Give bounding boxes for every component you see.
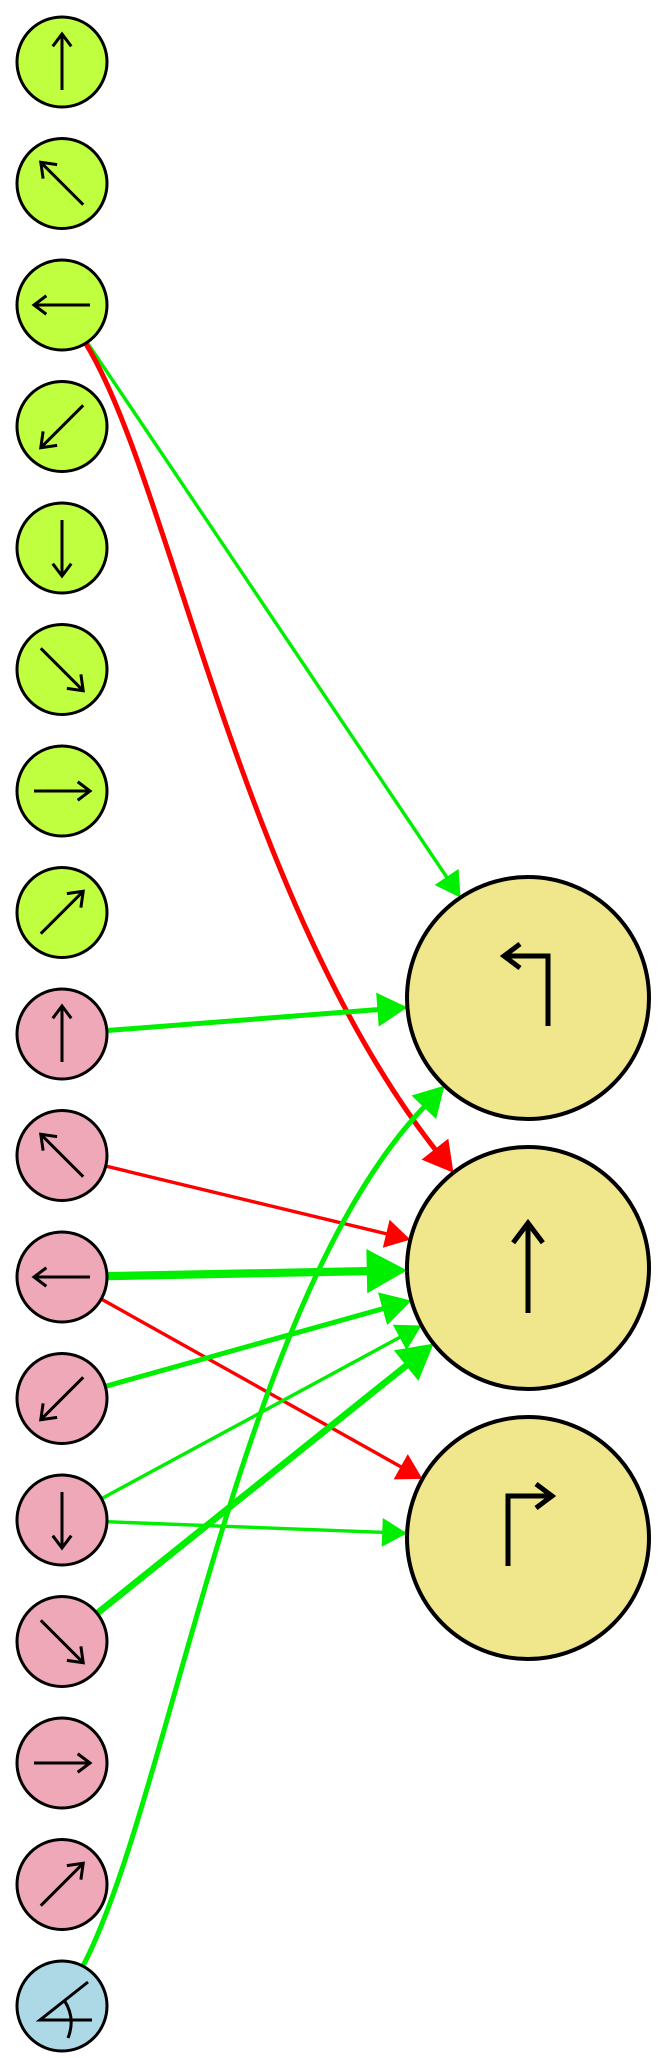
arrow-up-left-icon [39, 160, 85, 206]
edge-arrowhead [392, 1324, 422, 1351]
edge-arrowhead [381, 1517, 408, 1547]
edge-line [104, 1007, 380, 1034]
edge-line [99, 1335, 402, 1501]
edge-arrowhead [393, 1454, 423, 1480]
arrow-right-icon [34, 1752, 93, 1774]
arrow-down-icon [51, 520, 73, 579]
arrow-up-right-icon [39, 1861, 85, 1907]
arrow-left-icon [31, 1266, 90, 1288]
angle-icon [35, 1980, 92, 2039]
arrow-up-right-icon [39, 889, 85, 935]
edge-m_left-to-forward [102, 1248, 408, 1294]
action-output-node [405, 875, 651, 1121]
arrow-down-right-icon [39, 647, 85, 693]
arrow-down-right-icon [39, 1619, 85, 1665]
arrow-up-icon [51, 1003, 73, 1062]
edge-arrowhead [411, 1085, 445, 1120]
edge-arrowhead [393, 1343, 434, 1381]
edge-line [93, 1362, 410, 1617]
edge-line [102, 1267, 371, 1281]
edge-m_down_left-to-forward [102, 1292, 412, 1389]
edge-v_left-to-forward [83, 340, 454, 1173]
edge-m_down-to-turn_right [105, 1517, 408, 1547]
edge-arrowhead [376, 992, 408, 1027]
angle-input-node [15, 1959, 109, 2053]
edge-m_down-to-forward [99, 1324, 422, 1501]
arrow-up-icon [51, 31, 73, 90]
arrow-right-icon [34, 780, 93, 802]
turn-left-icon [499, 942, 551, 1026]
edge-line [105, 1520, 384, 1535]
action-output-node [405, 1415, 651, 1661]
edge-arrowhead [421, 1138, 454, 1173]
edge-line [85, 340, 449, 879]
arrow-down-left-icon [39, 1376, 85, 1422]
arrow-up-icon [511, 1218, 545, 1313]
edge-line [102, 1306, 386, 1389]
edge-line [104, 1164, 388, 1236]
edge-line [99, 1297, 403, 1469]
turn-right-icon [505, 1482, 557, 1566]
edge-angle-to-turn_left [80, 1085, 445, 1969]
arrow-down-icon [51, 1492, 73, 1551]
edge-v_left-to-turn_left [85, 340, 461, 898]
edge-arrowhead [434, 868, 461, 898]
nodes-layer [15, 15, 651, 2053]
edge-arrowhead [366, 1248, 408, 1294]
edge-m_up-to-turn_left [104, 992, 408, 1034]
edges-layer [80, 340, 461, 1969]
edge-m_down_right-to-forward [93, 1343, 434, 1617]
edge-arrowhead [382, 1219, 411, 1248]
arrow-up-left-icon [39, 1132, 85, 1178]
edge-line [80, 1104, 427, 1969]
edge-m_left-to-turn_right [99, 1297, 423, 1480]
arrow-left-icon [31, 294, 90, 316]
edge-m_up_left-to-forward [104, 1164, 411, 1248]
edge-line [83, 340, 438, 1152]
edge-arrowhead [378, 1292, 412, 1326]
arrow-down-left-icon [39, 404, 85, 450]
